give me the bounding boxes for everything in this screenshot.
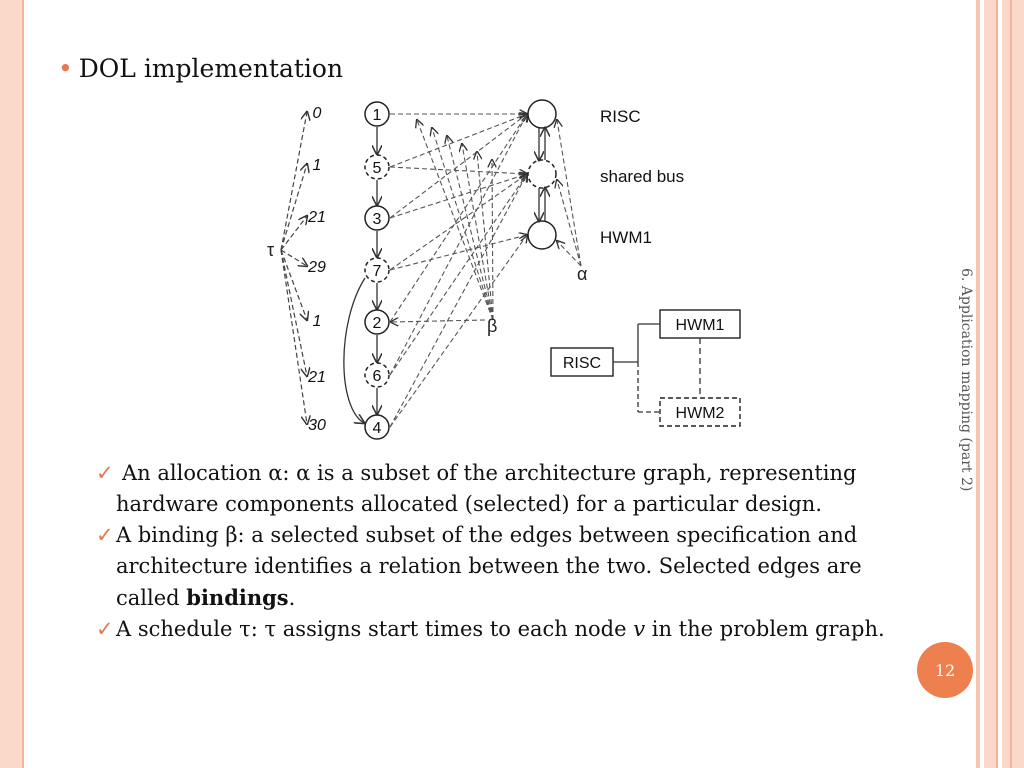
tau-edge — [280, 249, 307, 376]
spec-node — [364, 205, 390, 231]
alloc-box-label: HWM2 — [676, 405, 725, 422]
spec-node — [364, 101, 390, 127]
section-side-label: 6. Application mapping (part 2) — [958, 268, 974, 492]
beta-edge — [477, 152, 494, 321]
tau-edge — [280, 216, 307, 251]
beta-edge — [391, 320, 486, 322]
binding-edge — [389, 114, 527, 219]
bullet-dot-icon: • — [58, 54, 73, 83]
binding-edges — [389, 114, 582, 428]
arch-node — [527, 159, 557, 189]
right-border-stripe — [996, 0, 998, 768]
beta-edge — [417, 120, 494, 321]
alpha-edge — [557, 120, 582, 267]
spec-edge-curved — [343, 277, 365, 423]
spec-node-label: 4 — [373, 420, 382, 437]
binding-edge — [389, 114, 527, 323]
arch-node-label: HWM1 — [600, 228, 652, 247]
bullet-allocation: ✓An allocation α: α is a subset of the a… — [96, 458, 896, 520]
bullet-italic-text: v — [633, 617, 646, 641]
alloc-box-label: HWM1 — [676, 317, 725, 334]
start-time-label: 1 — [313, 157, 322, 174]
bullet-schedule: ✓A schedule τ: τ assigns start times to … — [96, 614, 896, 645]
bullet-text: A binding β: a selected subset of the ed… — [116, 523, 862, 610]
right-border-stripe — [984, 0, 996, 768]
binding-edge — [389, 235, 527, 428]
right-border-stripe — [976, 0, 980, 768]
start-time-label: 0 — [313, 105, 322, 122]
binding-edge — [389, 114, 527, 168]
spec-edges — [343, 127, 377, 423]
spec-node-label: 3 — [373, 211, 382, 228]
checkmark-icon: ✓ — [96, 523, 114, 547]
arch-node — [527, 99, 557, 129]
spec-node-label: 7 — [373, 263, 382, 280]
spec-node — [364, 154, 390, 180]
start-time-label: 21 — [307, 369, 326, 386]
binding-edge — [389, 114, 527, 376]
tau-edge — [280, 249, 307, 424]
arch-node-label: shared bus — [600, 167, 684, 186]
tau-edge — [280, 249, 307, 266]
spec-nodes: 1 5 3 7 2 6 4 — [364, 101, 390, 440]
start-time-label: 29 — [307, 259, 326, 276]
alpha-edge — [557, 180, 582, 267]
alloc-box-label: RISC — [563, 355, 601, 372]
spec-node-label: 5 — [373, 160, 382, 177]
bullet-bold-text: bindings — [186, 585, 289, 610]
right-border-stripe — [1002, 0, 1024, 768]
alpha-label: α — [577, 264, 587, 284]
beta-label: β — [487, 316, 497, 336]
binding-edge — [389, 166, 527, 174]
bullet-text-suffix: . — [288, 586, 296, 610]
tau-label: τ — [267, 240, 274, 260]
left-border — [0, 0, 22, 768]
alpha-edge — [557, 241, 582, 267]
tau-edges — [280, 112, 307, 424]
spec-node — [364, 362, 390, 388]
binding-edge — [389, 174, 527, 271]
spec-node-label: 6 — [373, 368, 382, 385]
start-time-label: 21 — [307, 209, 326, 226]
arch-node — [527, 220, 557, 250]
tau-edge — [280, 112, 307, 251]
beta-edge — [462, 144, 494, 321]
beta-edge — [447, 136, 494, 321]
alloc-box — [659, 397, 741, 427]
bullet-text: A schedule τ: τ assigns start times to e… — [116, 617, 634, 641]
tau-edge — [280, 249, 307, 320]
checkmark-icon: ✓ — [96, 617, 114, 641]
bullet-text-suffix: in the problem graph. — [645, 617, 885, 641]
slide-heading: •DOL implementation — [58, 54, 343, 83]
right-border-stripe — [1010, 0, 1012, 768]
bullet-binding: ✓A binding β: a selected subset of the e… — [96, 520, 896, 614]
beta-edge — [432, 128, 494, 321]
page-number-badge: 12 — [917, 642, 973, 698]
beta-edge — [492, 160, 493, 321]
tau-edge — [280, 164, 307, 251]
bullet-list: ✓An allocation α: α is a subset of the a… — [96, 458, 896, 645]
bullet-text: An allocation α: α is a subset of the ar… — [116, 461, 857, 516]
binding-edge — [389, 235, 527, 271]
spec-node-label: 2 — [373, 315, 382, 332]
alloc-box — [550, 347, 614, 377]
spec-node — [364, 257, 390, 283]
spec-node-label: 1 — [373, 107, 382, 124]
arch-node-label: RISC — [600, 107, 641, 126]
start-time-label: 30 — [308, 417, 326, 434]
spec-node — [364, 309, 390, 335]
checkmark-icon: ✓ — [96, 461, 114, 485]
spec-node — [364, 414, 390, 440]
start-times: 0 1 21 29 1 21 30 — [307, 105, 326, 434]
left-border-line — [22, 0, 24, 768]
binding-edge — [389, 174, 527, 376]
start-time-label: 1 — [313, 313, 322, 330]
heading-text: DOL implementation — [78, 54, 344, 83]
